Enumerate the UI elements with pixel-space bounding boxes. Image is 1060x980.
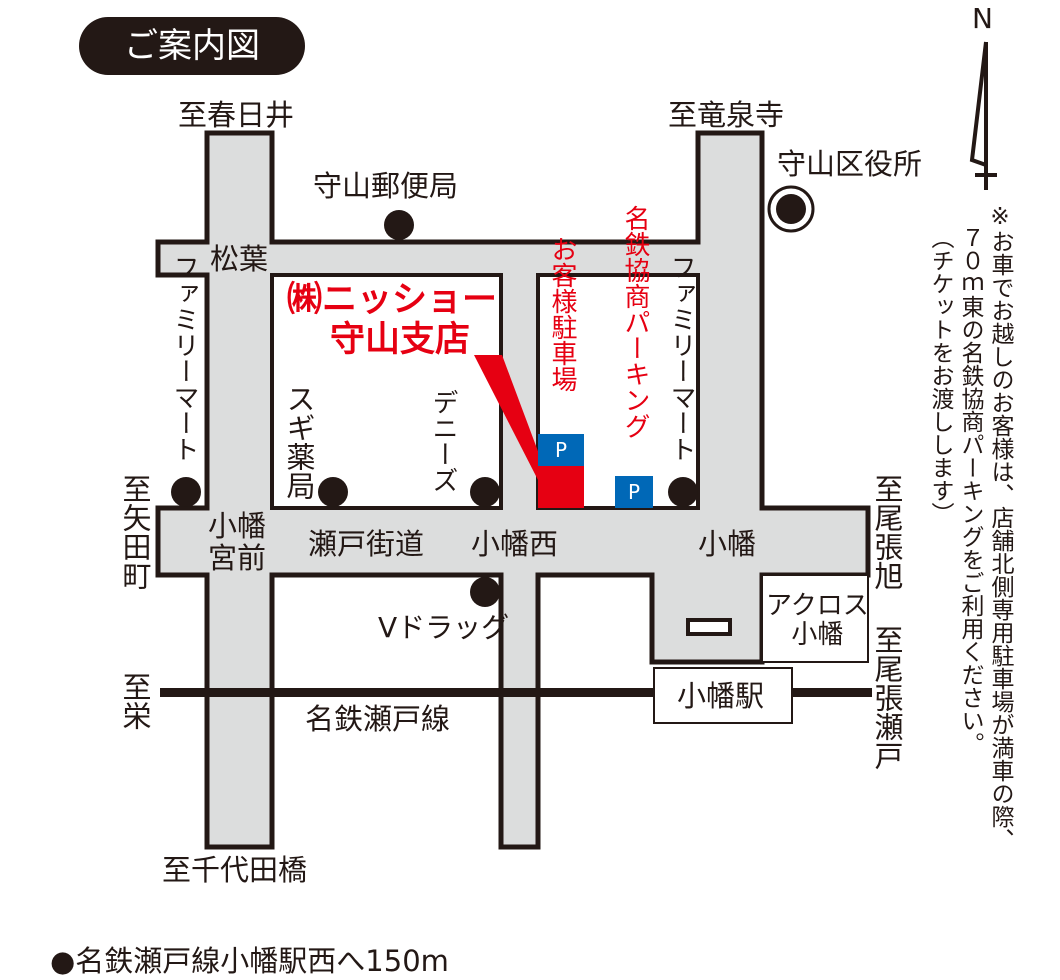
intersection-obata: 小幡 xyxy=(698,527,757,561)
intersection-obata-nishi: 小幡西 xyxy=(471,527,559,561)
road-outline xyxy=(155,130,871,850)
parking-note-1: ※お車でお越しのお客様は、店舗北側専用駐車場が満車の際、 xyxy=(987,204,1013,851)
direction-chiyodabashi: 至千代田橋 xyxy=(162,853,308,887)
railway-name: 名鉄瀬戸線 xyxy=(305,702,451,736)
familymart-left-dot xyxy=(171,477,201,507)
map-title: ご案内図 xyxy=(79,17,305,75)
station-box xyxy=(653,667,793,724)
station-label: 小幡駅 xyxy=(677,679,765,713)
north-label: N xyxy=(972,2,993,35)
across-label: アクロス 小幡 xyxy=(766,591,869,650)
direction-owari-asahi: 至尾張旭 xyxy=(870,474,904,590)
meitetsu-parking-p: P xyxy=(627,480,641,504)
familymart-right-label: ファミリーマート xyxy=(666,254,696,462)
familymart-left-label: ファミリーマート xyxy=(169,254,199,462)
landmark-dots xyxy=(171,210,698,607)
sugi-dot xyxy=(318,477,348,507)
access-footer: ●名鉄瀬戸線小幡駅西へ150m xyxy=(50,944,449,978)
north-arrow xyxy=(969,41,997,190)
road-network xyxy=(155,130,871,850)
across-building xyxy=(761,574,869,663)
station-platform-icon xyxy=(686,618,732,636)
shop-name-line2: 守山支店 xyxy=(330,320,471,360)
road-matsuba: 松葉 xyxy=(210,242,269,276)
post-office-dot xyxy=(384,210,414,240)
intersection-obata-miyamae: 小幡 宮前 xyxy=(208,509,267,575)
customer-parking-label: お客様駐車場 xyxy=(547,236,577,392)
shop-name-line1: ㈱ニッショー xyxy=(287,280,498,320)
familymart-right-dot xyxy=(668,477,698,507)
direction-owari-seto: 至尾張瀬戸 xyxy=(870,625,904,770)
customer-parking-p: P xyxy=(554,438,568,462)
meitetsu-parking-box xyxy=(615,476,653,508)
dennys-label: デニーズ xyxy=(428,389,458,493)
direction-sakae: 至栄 xyxy=(118,672,152,730)
parking-note-2: ７０ｍ東の名鉄協商パーキングをご利用ください。 xyxy=(957,226,983,755)
direction-yadacho: 至矢田町 xyxy=(118,474,152,590)
sugi-label: スギ薬局 xyxy=(282,384,316,500)
customer-parking-box xyxy=(538,434,584,466)
road-seto-kaido: 瀬戸街道 xyxy=(308,527,425,561)
shop-pointer xyxy=(474,355,548,480)
ward-office-label: 守山区役所 xyxy=(777,147,923,181)
block-shop xyxy=(270,273,503,510)
post-office-label: 守山郵便局 xyxy=(313,169,459,203)
direction-ryusenji: 至竜泉寺 xyxy=(668,98,785,132)
vdrug-label: Vドラッグ xyxy=(378,611,510,644)
city-blocks xyxy=(270,273,700,510)
ward-office-dot xyxy=(776,194,806,224)
railway-line xyxy=(160,688,872,697)
parking-note-3: （チケットをお渡しします） xyxy=(927,226,953,525)
dennys-dot xyxy=(470,477,500,507)
direction-kasugai: 至春日井 xyxy=(178,98,295,132)
shop-building xyxy=(538,466,584,508)
vdrug-dot xyxy=(470,577,500,607)
meitetsu-parking-label: 名鉄協商パーキング xyxy=(620,205,650,439)
